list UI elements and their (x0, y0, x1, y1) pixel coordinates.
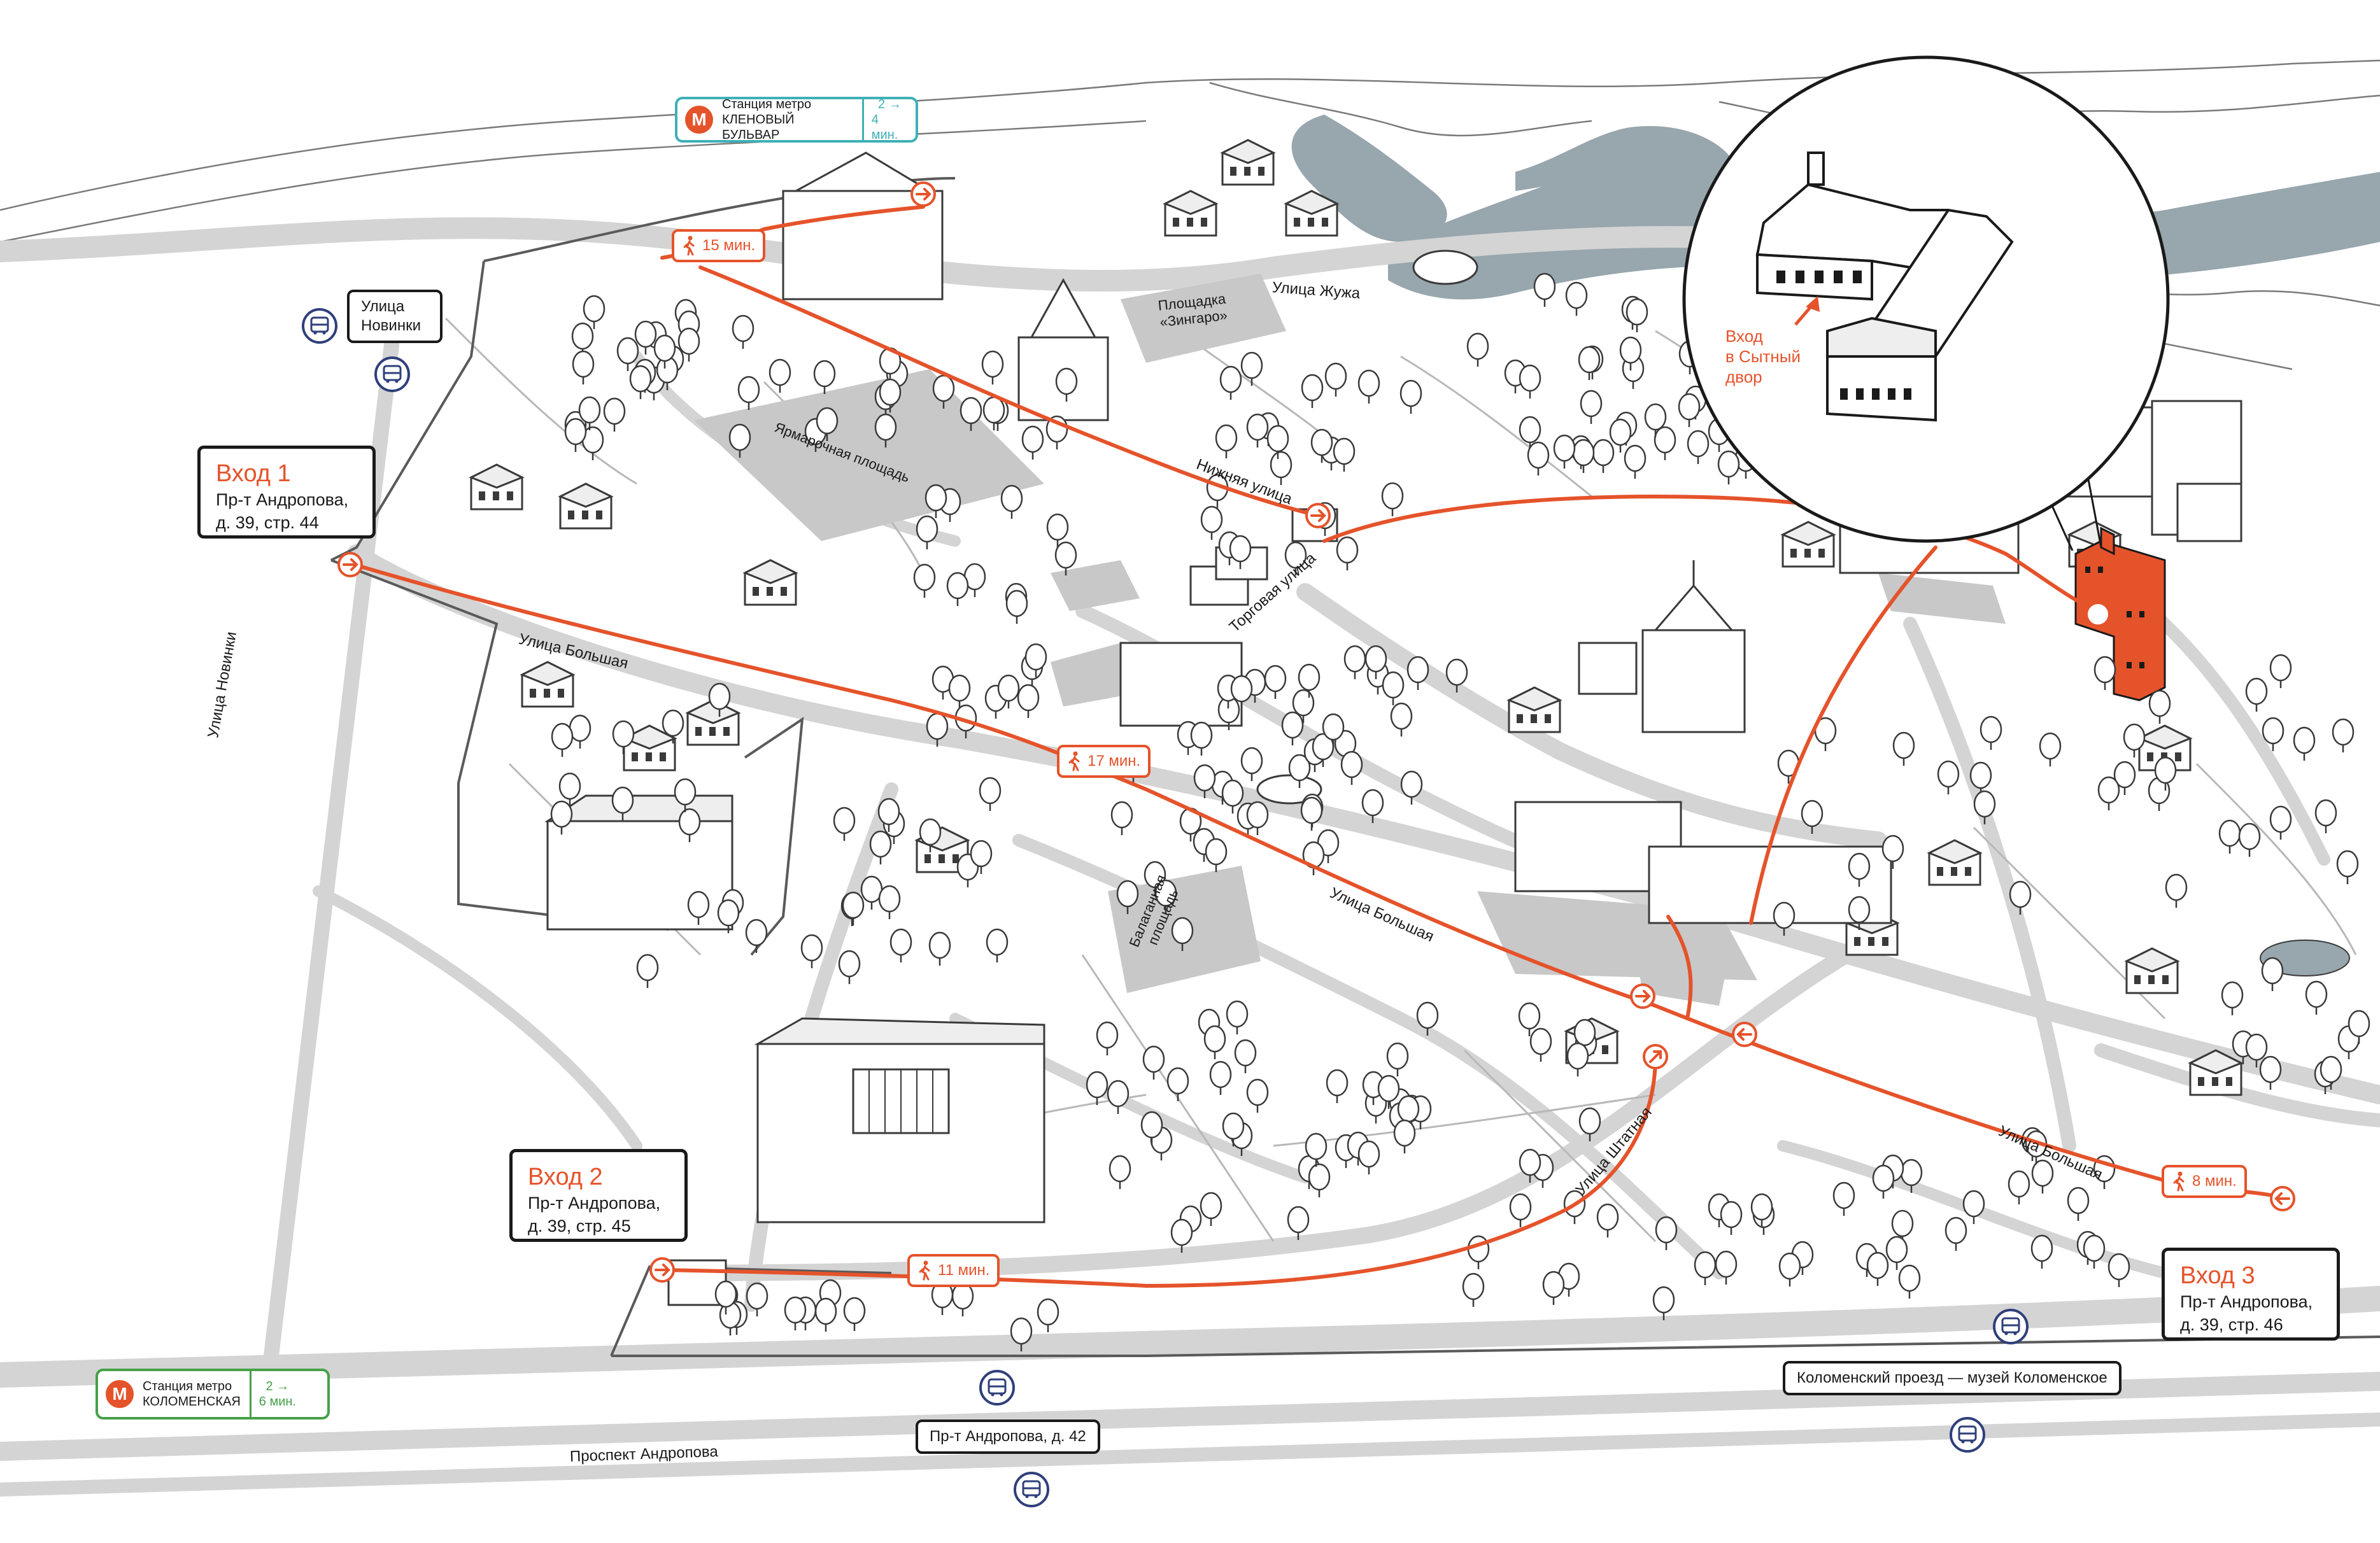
bus-icon[interactable] (1014, 1472, 1049, 1507)
walk-time-8: 8 мин. (2162, 1165, 2247, 1198)
metro-kolomenskaya-time: 2 → 6 мин. (249, 1371, 304, 1417)
street-torgovaya: Торговая улица (1226, 549, 1319, 636)
stop-andropova-42-label[interactable]: Пр-т Андропова, д. 42 (916, 1420, 1100, 1454)
walk-icon (683, 236, 695, 256)
metro-kolomenskaya-line2: КОЛОМЕНСКАЯ (143, 1395, 241, 1409)
bus-icon[interactable] (979, 1370, 1015, 1406)
metro-icon: М (106, 1380, 134, 1408)
stop-novinki-line2: Новинки (361, 317, 421, 334)
metro-klenovy-line2: КЛЕНОВЫЙ БУЛЬВАР (722, 113, 795, 142)
sytny-dvor-building[interactable] (2074, 526, 2166, 701)
entrance-3-title: Вход 3 (2180, 1262, 2255, 1289)
walk-time-17: 17 мин. (1057, 745, 1151, 778)
entrance-2-address-line2: д. 39, стр. 45 (528, 1216, 631, 1236)
walk-icon (2173, 1171, 2185, 1192)
metro-klenovy-time-top: 2 → (878, 97, 902, 111)
entrance-2-address-line1: Пр-т Андропова, (528, 1194, 661, 1213)
inset-label-line2: в Сытный (1725, 347, 1801, 366)
street-nizhnyaya: Нижняя улица (1194, 455, 1295, 509)
inset-label: Вход в Сытный двор (1725, 326, 1801, 387)
entrance-3-address-line2: д. 39, стр. 46 (2180, 1315, 2283, 1334)
metro-kolomenskaya-badge[interactable]: М Станция метро КОЛОМЕНСКАЯ 2 → 6 мин. (96, 1369, 330, 1420)
walk-icon (919, 1260, 930, 1281)
bus-icon[interactable] (1950, 1417, 1985, 1453)
walk-time-11: 11 мин. (907, 1254, 1000, 1287)
stop-novinki-label[interactable]: Улица Новинки (347, 290, 443, 343)
street-novinki: Улица Новинки (204, 630, 241, 740)
metro-kolomenskaya-line1: Станция метро (143, 1379, 232, 1393)
entrance-2-callout[interactable]: Вход 2 Пр-т Андропова, д. 39, стр. 45 (509, 1149, 688, 1242)
walk-time-17-text: 17 мин. (1087, 752, 1141, 770)
park-fence (330, 177, 2380, 1357)
walk-time-15-text: 15 мин. (702, 237, 756, 254)
metro-klenovy-badge[interactable]: М Станция метро КЛЕНОВЫЙ БУЛЬВАР 2 → 4 м… (675, 97, 918, 143)
walk-time-11-text: 11 мин. (938, 1262, 990, 1279)
stop-kolomensky-label[interactable]: Коломенский проезд — музей Коломенское (1783, 1361, 2121, 1395)
metro-klenovy-time-bottom: 4 мин. (871, 113, 898, 142)
entrance-2-title: Вход 2 (528, 1164, 603, 1190)
entrance-3-address-line1: Пр-т Андропова, (2180, 1292, 2313, 1311)
entrance-1-address-line2: д. 39, стр. 44 (216, 513, 319, 532)
route-arrow-glyphs (343, 188, 2290, 1276)
street-bolshaya-2: Улица Большая (1327, 884, 1437, 946)
inset-label-line3: двор (1725, 367, 1762, 386)
walking-routes (348, 205, 2281, 1288)
street-andropova: Проспект Андропова (569, 1442, 719, 1465)
metro-icon: М (685, 106, 713, 134)
inset-magnifier (1682, 55, 2170, 551)
metro-klenovy-time: 2 → 4 мин. (861, 97, 916, 142)
entrance-1-callout[interactable]: Вход 1 Пр-т Андропова, д. 39, стр. 44 (197, 446, 376, 539)
bus-icon[interactable] (302, 308, 337, 344)
entrance-1-title: Вход 1 (216, 460, 291, 487)
bus-icon[interactable] (1993, 1309, 2029, 1344)
entrance-3-callout[interactable]: Вход 3 Пр-т Андропова, д. 39, стр. 46 (2162, 1248, 2340, 1341)
bus-icon[interactable] (374, 356, 410, 392)
entrance-1-address-line1: Пр-т Андропова, (216, 490, 349, 509)
street-zhuzha: Улица Жужа (1271, 279, 1361, 302)
plaza-yarmarochnaya: Ярмарочная площадь (772, 419, 912, 486)
street-shtatnaya: Улица Штатная (1572, 1104, 1655, 1199)
metro-klenovy-line1: Станция метро (722, 97, 812, 111)
walk-icon (1068, 751, 1080, 772)
stop-novinki-line1: Улица (361, 298, 405, 315)
metro-kolomenskaya-time-top: 2 → (266, 1379, 290, 1393)
walk-time-15: 15 мин. (672, 229, 766, 262)
plaza-balagannaya: Балаганная площадь (1126, 873, 1185, 956)
metro-kolomenskaya-time-bottom: 6 мин. (259, 1395, 296, 1409)
plaza-zingaro: Площадка «Зингаро» (1158, 291, 1229, 331)
inset-label-line1: Вход (1725, 327, 1763, 346)
street-bolshaya-1: Улица Большая (517, 630, 630, 673)
walk-time-8-text: 8 мин. (2192, 1173, 2237, 1190)
street-bolshaya-3: Улица Большая (1995, 1122, 2106, 1184)
